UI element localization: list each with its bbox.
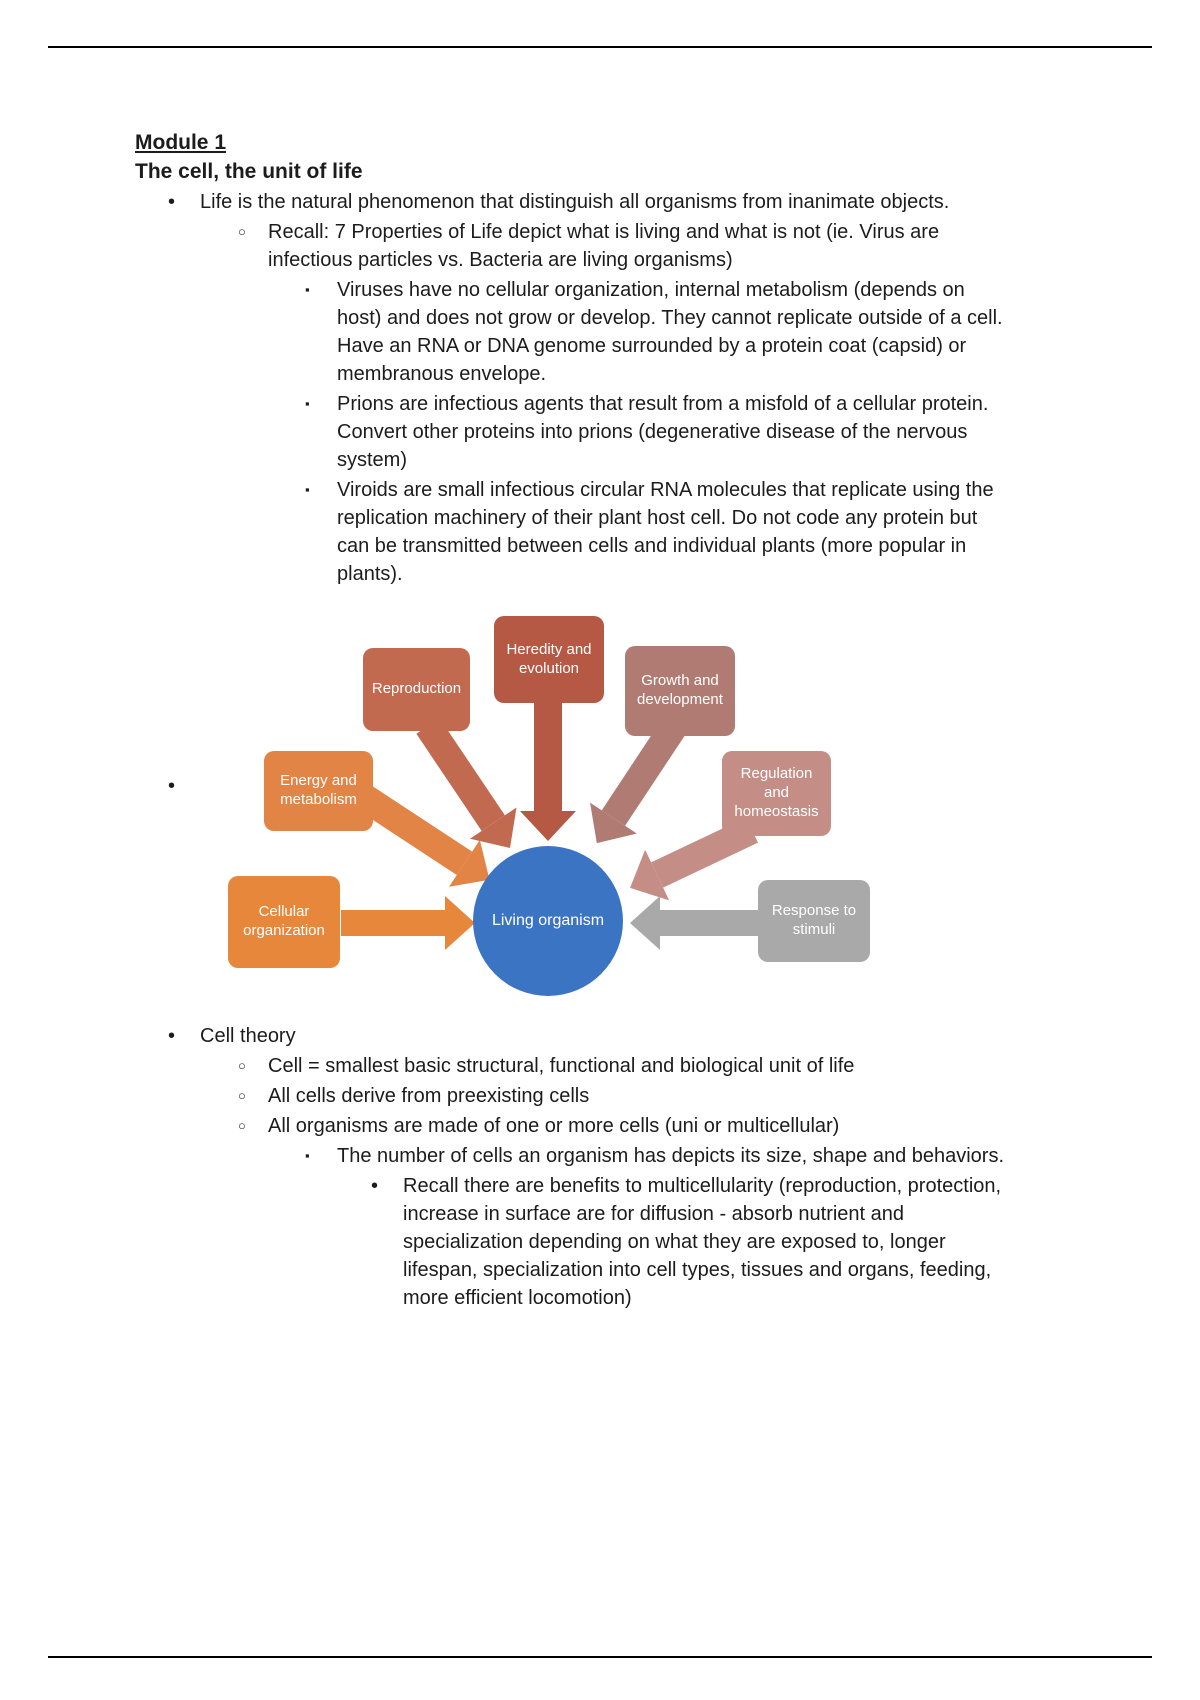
list-item-text: Life is the natural phenomenon that dist… xyxy=(200,191,950,213)
list-item: • Recall there are benefits to multicell… xyxy=(135,1172,1013,1312)
diagram-center-living-organism: Living organism xyxy=(473,846,623,996)
diagram-node-label: Regulation and homeostasis xyxy=(734,765,819,820)
bottom-rule xyxy=(48,1656,1152,1658)
list-item-text: Recall there are benefits to multicellul… xyxy=(403,1175,1002,1309)
arrow-heredity-to-center xyxy=(520,696,576,841)
list-item-text: The number of cells an organism has depi… xyxy=(337,1145,1005,1167)
arrow-energy-to-center xyxy=(357,786,490,887)
diagram-node-regulation: Regulation and homeostasis xyxy=(722,751,831,836)
bullet-marker: • xyxy=(371,1175,379,1197)
bullet-marker: • xyxy=(168,1025,176,1047)
diagram-node-label: Heredity and evolution xyxy=(506,640,592,677)
arrow-cellular-to-center xyxy=(341,896,475,950)
bullet-marker: ▪ xyxy=(305,396,310,411)
list-item: ▪ The number of cells an organism has de… xyxy=(135,1142,1013,1170)
bullet-marker: ○ xyxy=(238,1058,246,1073)
diagram-node-reproduction: Reproduction xyxy=(363,648,470,731)
list-item: • Cell theory xyxy=(135,1022,1013,1050)
list-item: ▪ Prions are infectious agents that resu… xyxy=(135,390,1013,474)
diagram-node-growth: Growth and development xyxy=(625,646,735,736)
bullet-marker: ▪ xyxy=(305,1148,310,1163)
list-item-text: Prions are infectious agents that result… xyxy=(337,393,989,471)
diagram-node-response-to-stimuli: Response to stimuli xyxy=(758,880,870,962)
bullet-marker: ▪ xyxy=(305,282,310,297)
top-rule xyxy=(48,46,1152,48)
arrow-response-to-center xyxy=(630,896,758,950)
bullet-marker: ▪ xyxy=(305,482,310,497)
diagram-node-label: Reproduction xyxy=(371,680,462,698)
arrow-reproduction-to-center xyxy=(416,718,517,849)
list-item-text: All cells derive from preexisting cells xyxy=(268,1085,590,1107)
diagram-node-label: Growth and development xyxy=(637,672,723,708)
bullet-marker: • xyxy=(168,191,176,213)
list-item: ○ Recall: 7 Properties of Life depict wh… xyxy=(135,218,1013,274)
list-item-text: All organisms are made of one or more ce… xyxy=(268,1115,840,1137)
list-item-text: Viroids are small infectious circular RN… xyxy=(337,479,994,585)
bullet-marker: ○ xyxy=(238,1088,246,1103)
list-item-text: Viruses have no cellular organization, i… xyxy=(337,279,1003,385)
list-item: ○ Cell = smallest basic structural, func… xyxy=(135,1052,1013,1080)
properties-of-life-diagram: • Reproduction Heredity and evolution Gr… xyxy=(135,608,1013,1008)
diagram-node-label: Energy and metabolism xyxy=(280,772,357,808)
diagram-node-cellular-organization: Cellular organization xyxy=(228,876,340,968)
list-item: • Life is the natural phenomenon that di… xyxy=(135,188,1013,216)
diagram-node-label: Cellular organization xyxy=(243,903,325,939)
bullet-marker: ○ xyxy=(238,224,246,239)
list-item-text: Cell theory xyxy=(200,1025,296,1047)
document-content: Module 1 The cell, the unit of life • Li… xyxy=(135,128,1013,1312)
list-item-text: Cell = smallest basic structural, functi… xyxy=(268,1055,855,1077)
list-item-text: Recall: 7 Properties of Life depict what… xyxy=(268,221,940,271)
page-title: Module 1 xyxy=(135,131,227,154)
arrow-growth-to-center xyxy=(590,720,685,844)
diagram-center-label: Living organism xyxy=(491,912,605,929)
bullet-marker: ○ xyxy=(238,1118,246,1133)
list-item: ▪ Viroids are small infectious circular … xyxy=(135,476,1013,588)
bullet-marker: • xyxy=(168,775,176,797)
list-item: ○ All organisms are made of one or more … xyxy=(135,1112,1013,1140)
diagram-node-energy: Energy and metabolism xyxy=(264,751,373,831)
list-item: ▪ Viruses have no cellular organization,… xyxy=(135,276,1013,388)
list-item: ○ All cells derive from preexisting cell… xyxy=(135,1082,1013,1110)
diagram-node-label: Response to stimuli xyxy=(771,902,857,938)
diagram-node-heredity: Heredity and evolution xyxy=(494,616,604,703)
page-subtitle: The cell, the unit of life xyxy=(135,160,363,183)
